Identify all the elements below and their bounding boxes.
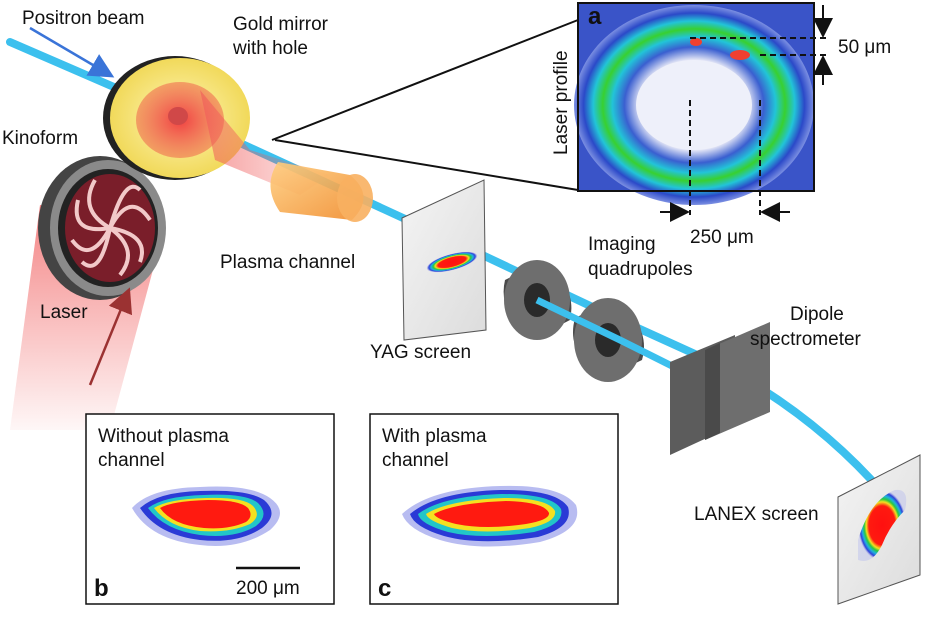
plasma-channel-label: Plasma channel (220, 252, 355, 273)
panel-b-title-2: channel (98, 450, 165, 471)
kinoform (38, 156, 166, 300)
dipole-label-2: spectrometer (750, 329, 862, 350)
yag-screen-label: YAG screen (370, 342, 471, 363)
quadrupoles-label: Imaging (588, 234, 656, 255)
panel-c-title: With plasma (382, 426, 487, 447)
plasma-channel (270, 162, 373, 222)
laser-arrow (88, 287, 133, 386)
scale-bar-label: 200 μm (236, 578, 300, 599)
dipole-label: Dipole (790, 304, 844, 325)
panel-b-title: Without plasma (98, 426, 229, 447)
panel-a: a Laser profile 50 μm 250 μm (551, 2, 891, 248)
lanex-screen (837, 454, 921, 605)
dipole-spectrometer (670, 322, 770, 455)
panel-c-letter: c (378, 575, 391, 602)
gold-mirror-label-2: with hole (232, 38, 308, 59)
dim-250-label: 250 μm (690, 227, 754, 248)
beam-profile-c (402, 485, 578, 547)
panel-c: With plasma channel c (369, 413, 619, 605)
yag-screen (401, 179, 487, 341)
lanex-screen-label: LANEX screen (694, 504, 819, 525)
laser-profile-label: Laser profile (551, 50, 572, 155)
positron-beam-label: Positron beam (22, 8, 145, 29)
zoom-line-top (271, 19, 579, 141)
positron-arrow (29, 26, 115, 78)
panel-a-letter: a (588, 3, 602, 30)
gold-mirror-label: Gold mirror (233, 14, 329, 35)
panel-c-title-2: channel (382, 450, 449, 471)
kinoform-label: Kinoform (2, 128, 78, 149)
dim-50-label: 50 μm (838, 37, 891, 58)
panel-b: Without plasma channel 200 μm b (85, 413, 335, 605)
panel-b-letter: b (94, 575, 109, 602)
quadrupoles-label-2: quadrupoles (588, 259, 693, 280)
imaging-quadrupole-2 (573, 298, 644, 382)
laser-label: Laser (40, 302, 88, 323)
positron-beam-line (6, 38, 889, 499)
beam-profile-b (132, 486, 280, 546)
zoom-line-bottom (274, 139, 579, 191)
